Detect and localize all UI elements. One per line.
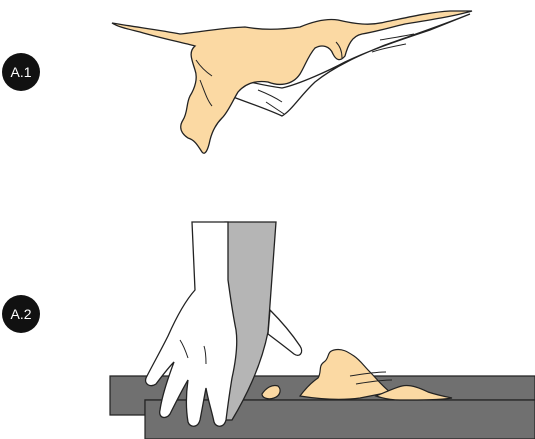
hand-thumb [268, 310, 302, 355]
step-a2-illustration [110, 222, 535, 439]
pastry-scraped [300, 349, 390, 399]
counter-front [145, 400, 535, 439]
step-a1-illustration [112, 11, 472, 153]
pastry-layer [112, 11, 472, 153]
